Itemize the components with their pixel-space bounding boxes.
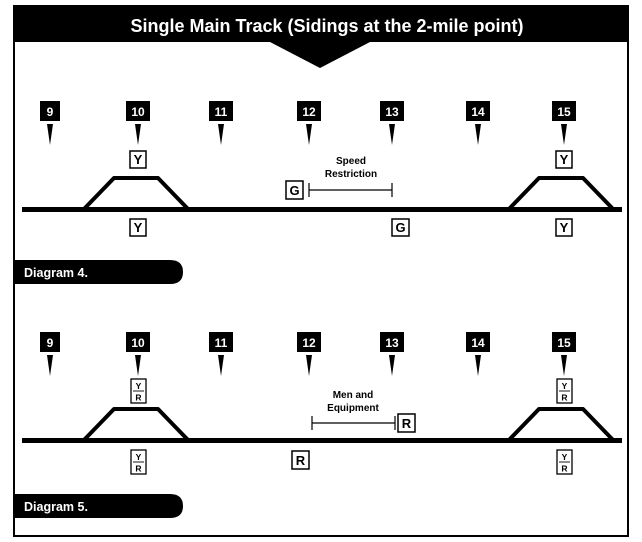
diagram-4-caption: Diagram 4. <box>24 266 88 280</box>
svg-text:15: 15 <box>557 336 571 350</box>
diagram-4-caption-tab <box>14 260 183 284</box>
svg-text:12: 12 <box>302 105 316 119</box>
restriction-zone-marker <box>308 183 393 197</box>
milepost-9: 9 <box>40 101 60 145</box>
split-signal-siding-right: Y R <box>556 378 573 404</box>
svg-text:10: 10 <box>131 105 145 119</box>
svg-text:G: G <box>289 183 299 198</box>
milepost-15: 15 <box>552 101 576 145</box>
siding-right <box>507 407 615 442</box>
svg-text:15: 15 <box>557 105 571 119</box>
svg-text:R: R <box>561 393 567 403</box>
svg-text:11: 11 <box>215 336 228 350</box>
signal-siding-left: Y <box>129 150 147 169</box>
signal-main-right: Y <box>555 218 573 237</box>
svg-text:9: 9 <box>47 336 54 350</box>
work-zone-marker <box>311 416 396 430</box>
split-signal-siding-left: Y R <box>130 378 147 404</box>
signal-main-left: Y <box>129 218 147 237</box>
signal-main-mid: G <box>391 218 410 237</box>
svg-text:11: 11 <box>215 105 228 119</box>
zone-label-line-2: Equipment <box>327 403 379 414</box>
milepost-14: 14 <box>466 332 490 376</box>
svg-text:Y: Y <box>134 152 143 167</box>
milepost-15: 15 <box>552 332 576 376</box>
main-track <box>22 438 622 443</box>
diagram-5: 9 10 11 12 13 14 15 <box>14 332 622 518</box>
milepost-10: 10 <box>126 332 150 376</box>
zone-label-line-1: Speed <box>336 156 366 167</box>
svg-text:9: 9 <box>47 105 54 119</box>
milepost-11: 11 <box>209 332 233 376</box>
siding-left <box>82 407 190 442</box>
svg-text:12: 12 <box>302 336 316 350</box>
zone-label-line-1: Men and <box>333 390 374 401</box>
title-banner <box>14 6 628 68</box>
svg-text:Y: Y <box>560 220 569 235</box>
main-track <box>22 207 622 212</box>
milepost-10: 10 <box>126 101 150 145</box>
svg-text:13: 13 <box>385 105 399 119</box>
milepost-12: 12 <box>297 332 321 376</box>
svg-text:R: R <box>402 416 412 431</box>
svg-text:Y: Y <box>136 452 142 462</box>
signal-main-mid: R <box>291 450 310 470</box>
svg-text:14: 14 <box>471 336 485 350</box>
milepost-13: 13 <box>380 101 404 145</box>
svg-text:13: 13 <box>385 336 399 350</box>
milepost-13: 13 <box>380 332 404 376</box>
svg-text:R: R <box>296 453 306 468</box>
svg-text:Y: Y <box>562 381 568 391</box>
milepost-14: 14 <box>466 101 490 145</box>
svg-text:Y: Y <box>134 220 143 235</box>
milepost-12: 12 <box>297 101 321 145</box>
milepost-11: 11 <box>209 101 233 145</box>
zone-label-line-2: Restriction <box>325 169 377 180</box>
split-signal-main-right: Y R <box>556 449 573 475</box>
diagram-5-caption-tab <box>14 494 183 518</box>
svg-text:G: G <box>395 220 405 235</box>
svg-text:Y: Y <box>562 452 568 462</box>
svg-text:R: R <box>135 464 141 474</box>
signal-zone-end: R <box>397 413 416 433</box>
signal-restriction-start: G <box>285 180 304 200</box>
milepost-9: 9 <box>40 332 60 376</box>
page-title: Single Main Track (Sidings at the 2-mile… <box>130 16 523 36</box>
svg-text:R: R <box>135 393 141 403</box>
svg-text:14: 14 <box>471 105 485 119</box>
split-signal-main-left: Y R <box>130 449 147 475</box>
svg-text:Y: Y <box>136 381 142 391</box>
siding-left <box>82 176 190 211</box>
svg-text:R: R <box>561 464 567 474</box>
svg-text:Y: Y <box>560 152 569 167</box>
diagram-4: 9 10 11 12 13 14 15 <box>14 101 622 284</box>
signal-siding-right: Y <box>555 150 573 169</box>
svg-text:10: 10 <box>131 336 145 350</box>
siding-right <box>507 176 615 211</box>
diagram-5-caption: Diagram 5. <box>24 500 88 514</box>
